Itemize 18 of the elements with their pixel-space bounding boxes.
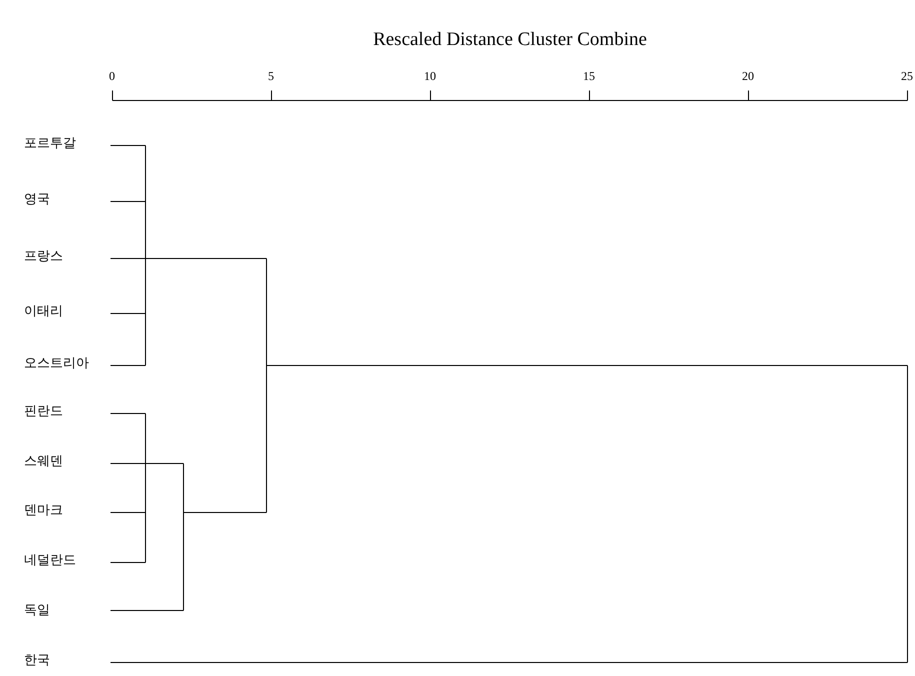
leaf-label: 프랑스 <box>24 250 63 263</box>
axis-tick-label: 10 <box>424 70 436 82</box>
leaf-label: 오스트리아 <box>24 357 89 370</box>
leaf-label: 이태리 <box>24 305 63 318</box>
axis-tick-label: 0 <box>109 70 115 82</box>
leaf-label: 핀란드 <box>24 405 63 418</box>
leaf-label: 덴마크 <box>24 504 63 517</box>
leaf-label: 한국 <box>24 654 50 667</box>
axis-tick-label: 20 <box>742 70 754 82</box>
leaf-label: 영국 <box>24 193 50 206</box>
leaf-label: 포르투갈 <box>24 137 76 150</box>
leaf-label: 네덜란드 <box>24 554 76 567</box>
chart-title: Rescaled Distance Cluster Combine <box>373 30 647 49</box>
axis-tick-label: 5 <box>268 70 274 82</box>
leaf-label: 독일 <box>24 604 50 617</box>
axis-tick-label: 15 <box>583 70 595 82</box>
leaf-label: 스웨덴 <box>24 455 63 468</box>
axis-tick-label: 25 <box>901 70 913 82</box>
